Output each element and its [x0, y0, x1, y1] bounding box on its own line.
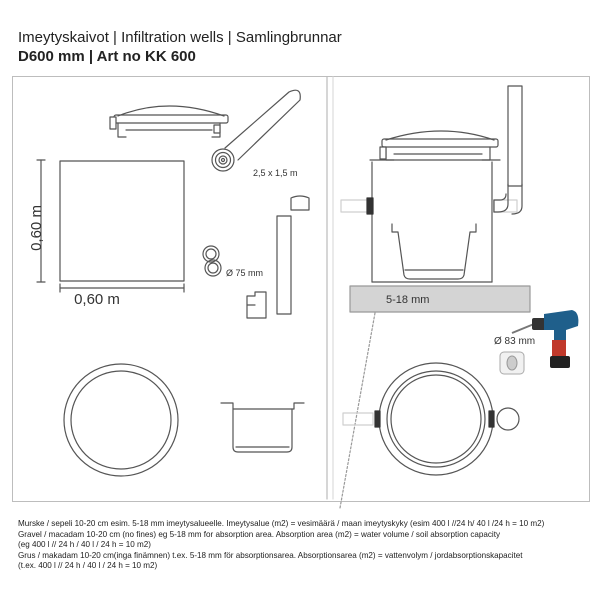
dimension-lines: [36, 159, 185, 293]
dim-width-label: 0,60 m: [74, 291, 120, 308]
assembled-well-drawing: [340, 85, 523, 283]
hole-saw-icon: [499, 351, 525, 375]
note-swedish-2: (t.ex. 400 l // 24 h / 40 l / 24 h = 10 …: [18, 561, 158, 571]
gravel-bed: [349, 285, 531, 313]
drill-diameter-label: Ø 83 mm: [494, 336, 535, 347]
note-english-2: (eg 400 l // 24 h / 40 l / 24 h = 10 m2): [18, 540, 151, 550]
note-finnish: Murske / sepeli 10-20 cm esim. 5-18 mm i…: [18, 519, 545, 528]
note-swedish-1: Grus / makadam 10-20 cm(inga finämnen) t…: [18, 550, 523, 560]
riser-pipe-drawing: [276, 215, 292, 315]
geotextile-roll-drawing: [211, 89, 301, 172]
header: Imeytyskaivot | Infiltration wells | Sam…: [18, 28, 342, 66]
elbow-drawing: [246, 291, 267, 319]
cordless-drill-icon: [511, 310, 579, 368]
ring-top-view-left: [63, 363, 179, 477]
basket-side-view-left: [220, 402, 305, 453]
installation-notes: Murske / sepeli 10-20 cm esim. 5-18 mm i…: [18, 519, 590, 572]
roll-size-label: 2,5 x 1,5 m: [253, 168, 298, 178]
lid-drawing: [109, 105, 229, 138]
pipe-cap-drawing: [290, 195, 310, 211]
ring-top-view-right: [342, 362, 520, 476]
note-english-1: Gravel / macadam 10-20 cm (no fines) eg …: [18, 529, 501, 539]
note-leader-line: [339, 312, 376, 509]
page-title: Imeytyskaivot | Infiltration wells | Sam…: [18, 29, 342, 46]
dim-height-label: 0,60 m: [28, 205, 45, 251]
geotextile-sheet: [59, 160, 185, 282]
gasket-rings-drawing: [202, 245, 222, 277]
gravel-size-label: 5-18 mm: [386, 294, 429, 306]
product-code: D600 mm | Art no KK 600: [18, 48, 196, 65]
gasket-diameter-label: Ø 75 mm: [226, 268, 263, 278]
